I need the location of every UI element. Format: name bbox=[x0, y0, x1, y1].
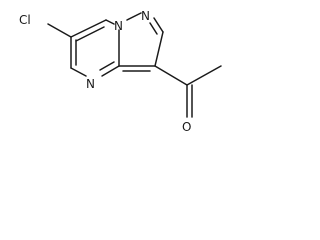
bond-n2-c2-double bbox=[149, 22, 158, 35]
substituent-bonds bbox=[47, 23, 222, 118]
chlorine-atom-label: Cl bbox=[19, 13, 31, 27]
bond-c5-cbr-double bbox=[75, 26, 105, 42]
bond-c3-carbonyl bbox=[154, 65, 188, 86]
bond-c3a-n4 bbox=[101, 65, 120, 77]
bond-n2-c2 bbox=[153, 17, 164, 33]
bond-cbr-n1 bbox=[105, 19, 115, 25]
pyrimidine-nitrogen-atom-label: N bbox=[86, 77, 95, 91]
bond-c5-cl bbox=[47, 23, 72, 38]
pyrazole-ring-bonds bbox=[118, 12, 164, 72]
bond-c2-c3 bbox=[154, 31, 164, 67]
pyrimidine-ring-bonds bbox=[70, 19, 120, 77]
carbonyl-oxygen-atom-label: O bbox=[182, 120, 191, 134]
pyrazole-nitrogen-atom-label: N bbox=[141, 9, 150, 23]
chemical-structure-diagram: Cl N N N O bbox=[19, 9, 222, 134]
bridge-nitrogen-atom-label: N bbox=[114, 19, 123, 33]
bond-c5-cbr bbox=[70, 19, 107, 38]
bond-n1-n2 bbox=[126, 12, 142, 21]
bond-c3a-n4-double bbox=[99, 61, 115, 71]
bond-n4-c4 bbox=[70, 67, 87, 77]
bond-carbonyl-methyl bbox=[186, 65, 222, 86]
